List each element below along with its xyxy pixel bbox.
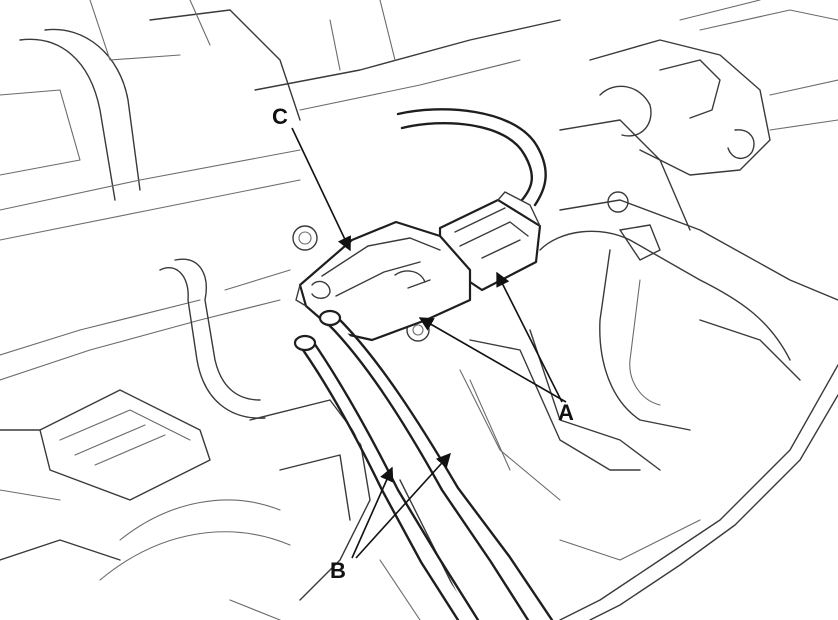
wiring-harness [395,108,547,207]
leader-line-a-bolt [418,317,567,403]
leader-line-a-connector [496,271,563,403]
callout-a: A [558,400,574,425]
leader-line-b-right [355,452,451,559]
leader-line-c [291,127,351,252]
callout-labels: C A B [272,104,574,583]
callout-b: B [330,558,346,583]
leader-lines [291,127,567,559]
callout-c: C [272,104,288,129]
leader-line-b-left [351,466,394,559]
